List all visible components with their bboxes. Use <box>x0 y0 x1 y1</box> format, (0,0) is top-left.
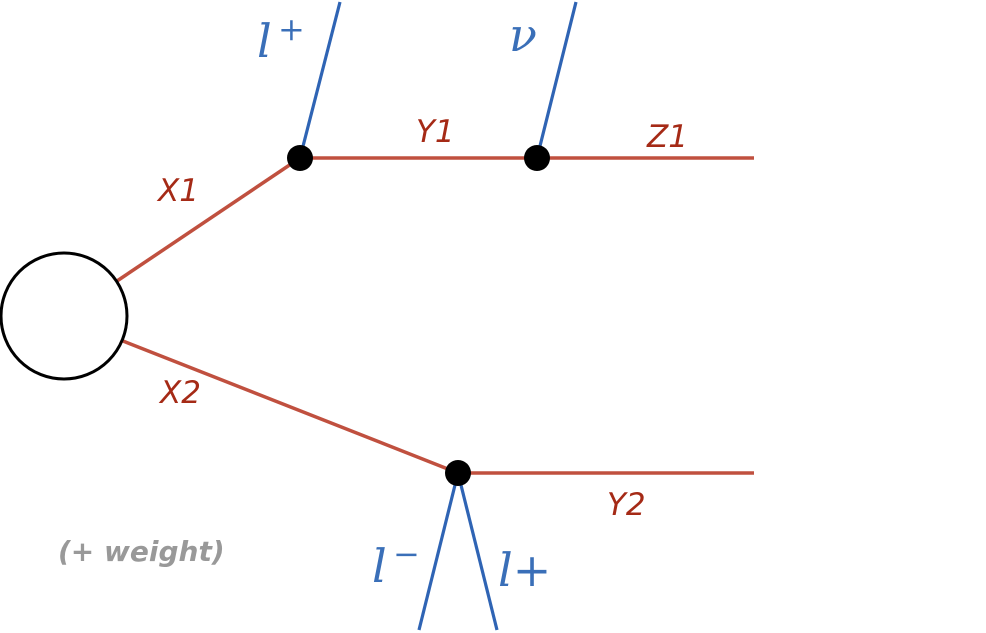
label-nu: ν <box>509 8 537 62</box>
lepton-line-bottom-left <box>417 472 460 631</box>
label-bottom-right: l+ <box>498 543 551 597</box>
label-z1: Z1 <box>646 119 688 155</box>
label-x2: X2 <box>158 375 201 411</box>
source-circle <box>0 251 129 381</box>
label-y1: Y1 <box>416 114 455 150</box>
label-bottom-left-l: l <box>372 539 387 593</box>
vertex-3 <box>445 460 471 486</box>
vertex-1 <box>287 145 313 171</box>
lepton-line-bottom-right <box>456 472 499 631</box>
lepton-line-nu <box>535 1 578 159</box>
label-top-l-sup: + <box>278 10 305 48</box>
edge-x2 <box>122 339 459 475</box>
label-top-l-base: l <box>257 14 272 68</box>
lepton-line-top-l <box>298 1 342 159</box>
label-y2: Y2 <box>607 487 646 523</box>
label-bottom-left-sup: − <box>393 535 420 573</box>
label-top-l: l <box>257 14 272 68</box>
edge-x1 <box>116 156 301 283</box>
label-x1: X1 <box>156 173 199 209</box>
vertex-2 <box>524 145 550 171</box>
weight-note: (+ weight) <box>58 535 225 568</box>
